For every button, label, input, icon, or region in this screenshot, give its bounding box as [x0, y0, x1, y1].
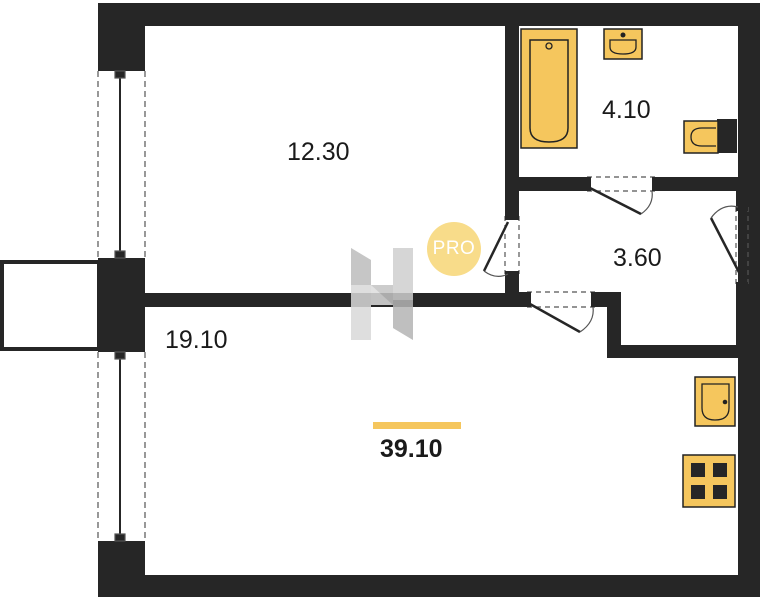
area-label-hallway: 3.60	[613, 244, 662, 272]
door-lower-room	[523, 291, 599, 334]
door-upper-room	[482, 212, 520, 279]
door-entrance	[709, 203, 749, 290]
pro-badge: PRO	[427, 222, 481, 276]
area-label-bathroom: 4.10	[602, 96, 651, 124]
kitchen-sink-icon	[694, 376, 736, 427]
sink-icon	[603, 28, 643, 60]
door-bathroom	[583, 176, 660, 216]
window-upper	[97, 70, 146, 259]
area-label-upper-room: 12.30	[287, 138, 350, 166]
window-lower	[97, 351, 146, 542]
stove-icon	[682, 454, 736, 508]
total-area-label: 39.10	[380, 435, 443, 463]
pro-badge-text: PRO	[432, 238, 476, 259]
total-area-bar	[373, 422, 461, 429]
bathtub-icon	[520, 28, 578, 149]
area-label-lower-room: 19.10	[165, 326, 228, 354]
balcony	[0, 260, 101, 351]
toilet-icon	[683, 119, 737, 154]
walls	[98, 3, 760, 597]
watermark-logo	[351, 248, 413, 340]
